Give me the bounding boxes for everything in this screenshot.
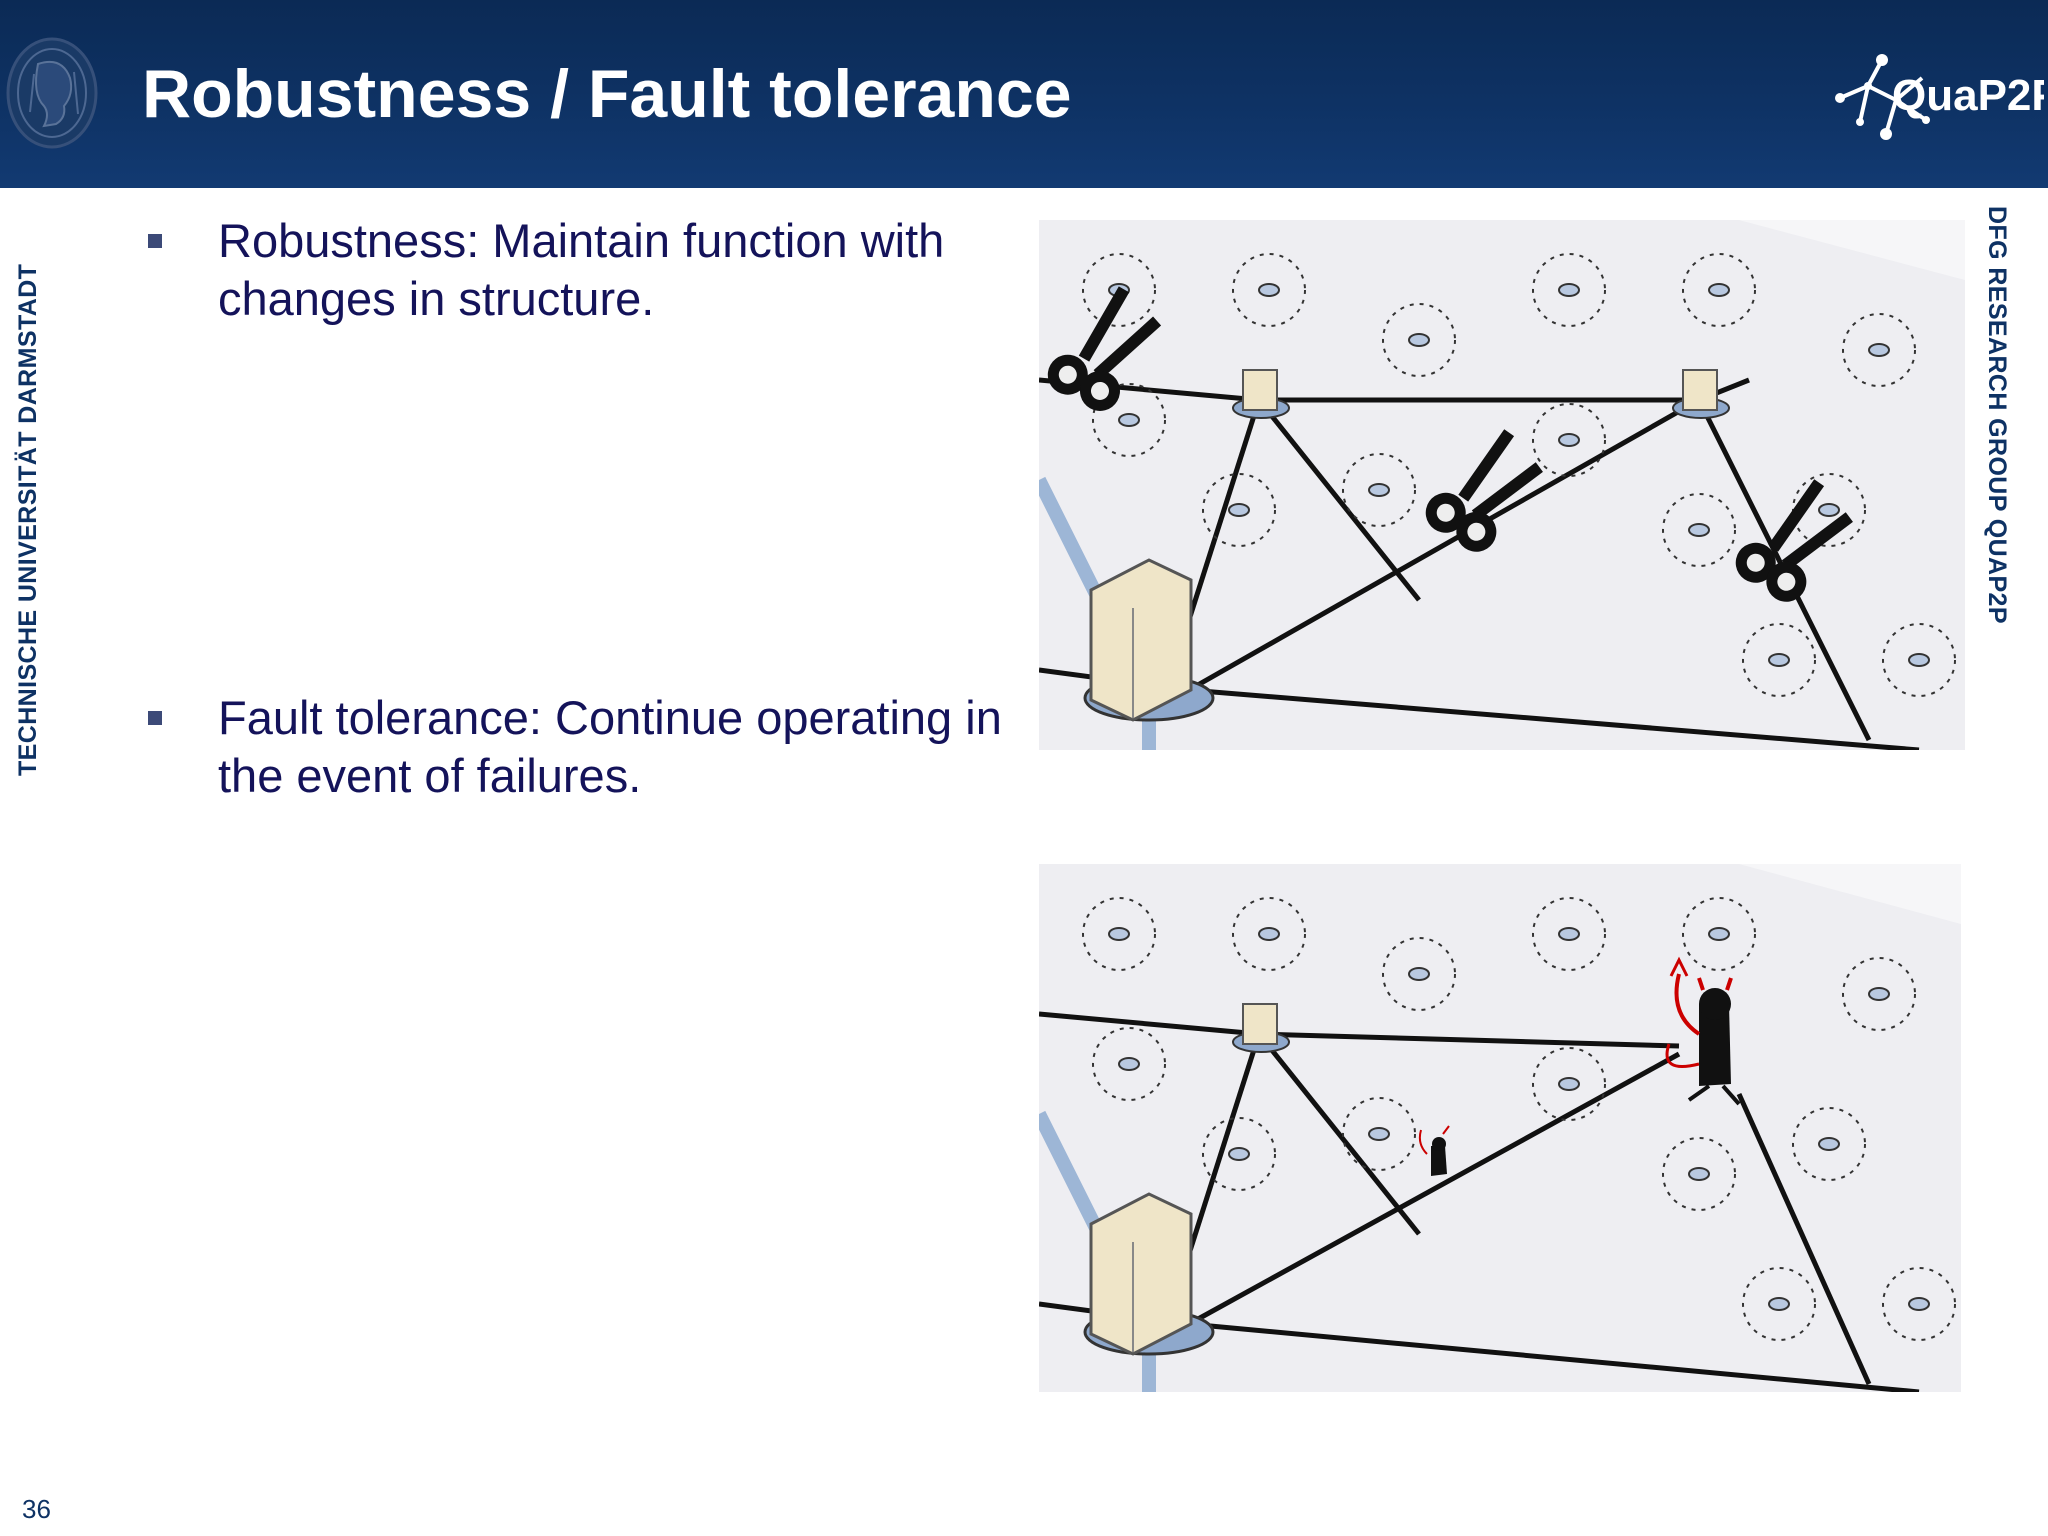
page-number: 36 xyxy=(22,1494,51,1524)
bullet-marker xyxy=(148,711,162,725)
peer-cluster-icon xyxy=(1082,897,1956,1341)
slide-title: Robustness / Fault tolerance xyxy=(142,56,1072,132)
quap2p-logo: QuaP2P xyxy=(1835,54,2044,140)
peer-cluster-icon xyxy=(1082,253,1956,697)
scissors-icon xyxy=(1047,286,1853,602)
server-icon xyxy=(1672,369,1730,419)
bullet-text: Fault tolerance: Continue operating in t… xyxy=(218,691,1002,802)
bullet-text: Robustness: Maintain function with chang… xyxy=(218,214,945,325)
university-seal-icon xyxy=(6,37,98,149)
devil-icon xyxy=(1665,956,1741,1106)
devil-icon xyxy=(1418,1125,1450,1176)
backbone-links xyxy=(1039,1011,1920,1392)
research-group-name: DFG RESEARCH GROUP QUAP2P xyxy=(1983,206,2011,624)
server-icon xyxy=(1232,1003,1290,1053)
quap2p-logo-text: QuaP2P xyxy=(1892,71,2044,120)
network-with-attackers-image xyxy=(1039,864,1961,1392)
header-bar: Robustness / Fault tolerance QuaP2P xyxy=(0,0,2048,188)
university-name: TECHNISCHE UNIVERSITÄT DARMSTADT xyxy=(14,263,42,776)
bullet-marker xyxy=(148,234,162,248)
server-icon xyxy=(1083,1192,1215,1356)
network-with-cut-links-image xyxy=(1039,220,1965,750)
server-icon xyxy=(1083,558,1215,722)
server-icon xyxy=(1232,369,1290,419)
